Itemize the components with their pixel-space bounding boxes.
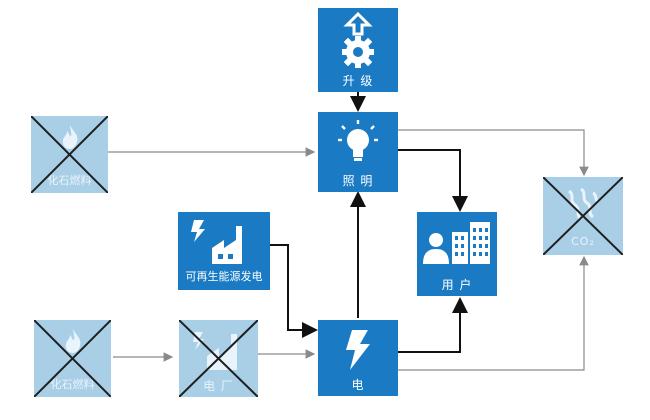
- node-fossil-fuel-bottom: 化石燃料: [34, 320, 111, 397]
- node-co2-label: CO₂: [571, 235, 595, 248]
- lightning-icon: [346, 330, 370, 370]
- node-fossil-bottom-label: 化石燃料: [50, 378, 95, 391]
- node-co2: CO₂: [543, 177, 623, 255]
- node-upgrade-label: 升 级: [342, 74, 374, 88]
- crossed-out-mark: [31, 116, 108, 193]
- node-lighting: 照 明: [318, 112, 398, 192]
- person-building-icon: [423, 222, 490, 264]
- node-renewable-label: 可再生能源发电: [185, 270, 263, 283]
- node-users-label: 用 户: [441, 278, 473, 292]
- factory-lightning-icon: [191, 220, 242, 264]
- arrow-lighting-to-co2: [398, 129, 589, 177]
- arrow-electricity-to-users: [398, 297, 468, 353]
- node-electricity-label: 电: [351, 378, 365, 392]
- node-power-plant: 电 厂: [179, 320, 258, 397]
- node-users: 用 户: [417, 212, 497, 296]
- node-fossil-top-label: 化石燃料: [47, 174, 92, 187]
- arrow-electricity-to-co2: [398, 255, 589, 371]
- smoke-icon: [568, 187, 599, 221]
- gear-arrow-up-icon: [342, 12, 374, 68]
- node-upgrade: 升 级: [318, 8, 398, 92]
- arrow-renewable-to-electricity: [270, 244, 318, 338]
- node-lighting-label: 照 明: [342, 174, 374, 188]
- node-power-plant-label: 电 厂: [203, 379, 234, 393]
- node-fossil-fuel-top: 化石燃料: [31, 116, 108, 193]
- node-renewable-power: 可再生能源发电: [178, 212, 270, 290]
- node-electricity: 电: [318, 320, 398, 396]
- light-bulb-icon: [338, 120, 378, 161]
- crossed-out-mark: [179, 320, 258, 397]
- flame-icon: [65, 329, 81, 353]
- crossed-out-mark: [34, 320, 111, 397]
- flame-icon: [62, 125, 78, 149]
- arrow-lighting-to-users: [398, 149, 468, 212]
- crossed-out-mark: [543, 177, 623, 255]
